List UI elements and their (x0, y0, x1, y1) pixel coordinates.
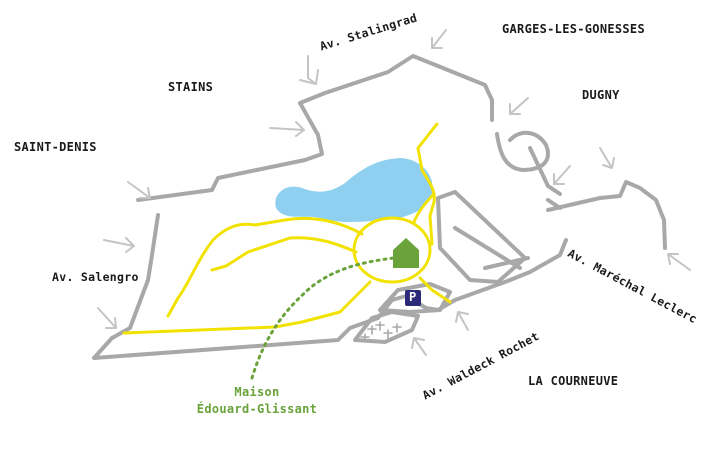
yellow-path-south-east (418, 276, 452, 304)
place-label-garges: GARGES-LES-GONESSES (502, 22, 645, 36)
yellow-path-outer-west (166, 216, 364, 318)
arrow-icon (667, 253, 691, 271)
yellow-path-inner-west (210, 236, 358, 272)
yellow-path-main-east (416, 122, 439, 246)
yellow-path-south (122, 280, 372, 335)
place-label-la-courneuve: LA COURNEUVE (528, 374, 619, 388)
place-label-dugny: DUGNY (582, 88, 620, 102)
arrow-icon (455, 311, 469, 331)
maison-name-line2: Édouard-Glissant (196, 402, 318, 416)
maison-name-line1: Maison (234, 385, 280, 399)
house-icon[interactable] (393, 238, 419, 268)
road-avenue-stalingrad (136, 54, 494, 202)
arrow-icon (103, 237, 135, 253)
arrow-icon (299, 55, 319, 85)
road-label-salengro: Av. Salengro (52, 270, 139, 284)
arrow-icon (411, 337, 427, 356)
arrow-icon (127, 181, 151, 199)
yellow-path-north-ridge (412, 192, 436, 224)
place-label-stains: STAINS (168, 80, 214, 94)
arrow-icon (431, 29, 447, 49)
route-to-maison (250, 256, 396, 380)
place-label-saint-denis: SAINT-DENIS (14, 140, 97, 154)
cross-icon (360, 321, 402, 342)
arrow-icon (97, 307, 117, 329)
parking-symbol: P (409, 290, 417, 304)
arrow-icon (269, 121, 305, 137)
arrow-icon (599, 147, 615, 169)
parking-icon (405, 290, 421, 306)
arrow-icon (553, 165, 571, 185)
parking-area (378, 282, 452, 314)
cemetery-area (353, 310, 420, 344)
road-marechal-leclerc (546, 180, 667, 250)
road-dugny-loop (495, 130, 562, 210)
road-west-boundary (92, 213, 568, 360)
sports-area (436, 190, 530, 284)
lake (275, 158, 433, 222)
arrow-icon (509, 97, 529, 115)
